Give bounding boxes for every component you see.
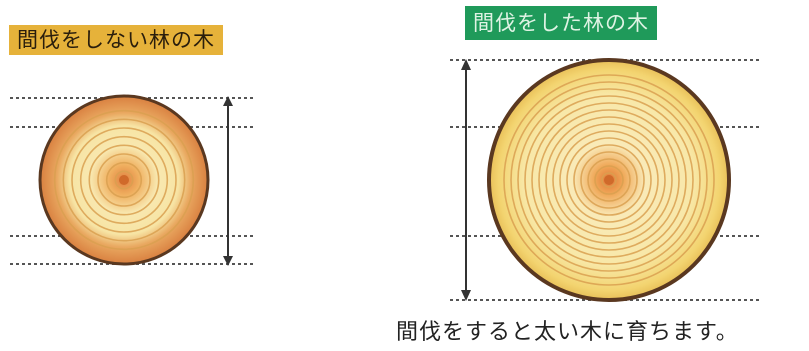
unthinned-tree-growth-ring (97, 153, 151, 207)
thinned-tree-pith (604, 175, 614, 185)
thinned-tree-growth-ring (538, 109, 680, 251)
thinned-forest-label: 間伐をした林の木 (465, 6, 657, 40)
unthinned-tree-growth-ring (88, 144, 160, 216)
thinned-tree-growth-ring (587, 158, 631, 202)
thinned-tree-growth-ring (580, 151, 638, 209)
thinned-tree-growth-ring (566, 137, 652, 223)
thinned-tree-growth-ring (503, 74, 715, 286)
thinned-tree-growth-ring (531, 102, 687, 258)
thinned-tree-growth-ring (545, 116, 673, 244)
thinned-tree-cross-section (487, 58, 731, 302)
unthinned-tree-growth-ring (79, 135, 169, 225)
unthinned-tree-growth-ring (71, 127, 177, 233)
thinned-tree-growth-ring (510, 81, 708, 279)
diameter-arrow-unthinned (223, 96, 233, 266)
unthinned-tree-growth-ring (114, 170, 134, 190)
unthinned-tree-cross-section (38, 94, 210, 266)
diameter-arrow-thinned (461, 59, 471, 301)
thinned-tree-growth-ring (552, 123, 666, 237)
unthinned-tree-growth-ring (62, 118, 186, 242)
unthinned-tree-growth-ring (105, 161, 143, 199)
caption: 間伐をすると太い木に育ちます。 (396, 320, 739, 345)
thinned-tree-growth-ring (524, 95, 694, 265)
thinned-tree-growth-ring (594, 165, 624, 195)
thinned-tree-growth-ring (573, 144, 645, 216)
unthinned-tree-pith (119, 175, 129, 185)
thinned-tree-growth-ring (559, 130, 659, 230)
thinned-tree-growth-ring (517, 88, 701, 272)
unthinned-tree-growth-ring (53, 109, 195, 251)
unthinned-forest-label: 間伐をしない林の木 (9, 25, 223, 55)
thinned-tree-growth-ring (601, 172, 617, 188)
